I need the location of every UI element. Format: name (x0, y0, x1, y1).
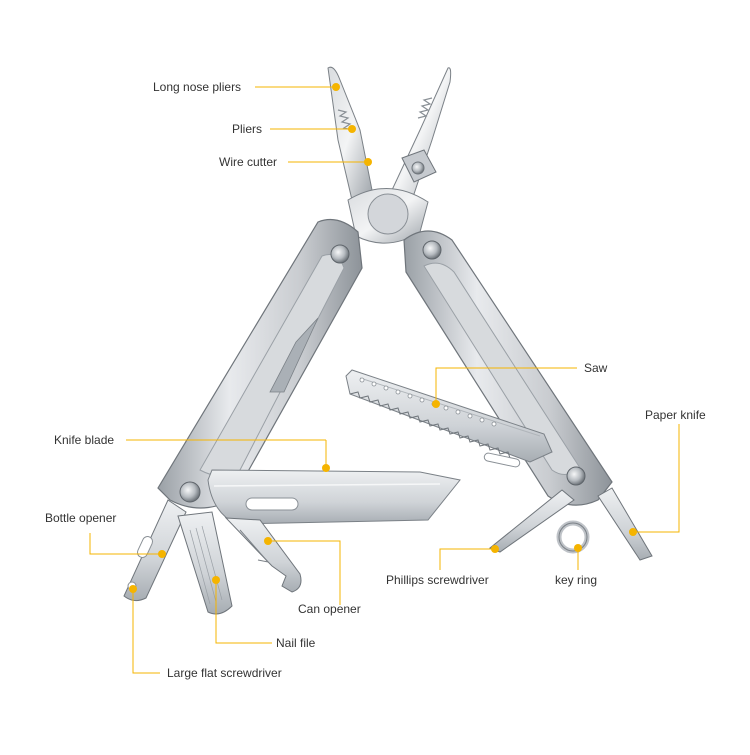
dot-nail-file (212, 576, 220, 584)
dot-knife-blade (322, 464, 330, 472)
leader-nail-file (215, 580, 272, 644)
right-jaw (391, 67, 452, 201)
nail-file-tool (177, 511, 233, 615)
leader-phillips-screwdriver (439, 548, 495, 570)
lower-left-tools (123, 499, 302, 615)
can-opener-tool (224, 517, 302, 593)
plier-teeth (337, 109, 353, 131)
label-paper-knife: Paper knife (645, 408, 706, 422)
callout-lines (89, 86, 680, 674)
leader-paper-knife (633, 424, 680, 533)
dot-wire-cutter (364, 158, 372, 166)
label-can-opener: Can opener (298, 602, 361, 616)
callout-dots (129, 83, 637, 593)
dot-paper-knife (629, 528, 637, 536)
plier-jaws (327, 66, 452, 244)
leader-saw (435, 367, 577, 404)
dot-saw (432, 400, 440, 408)
label-long-nose-pliers: Long nose pliers (153, 80, 242, 94)
leader-can-opener (268, 540, 341, 605)
left-handle (157, 219, 363, 509)
label-knife-blade: Knife blade (54, 433, 115, 447)
dot-key-ring (574, 544, 582, 552)
leader-large-flat-screwdriver (132, 589, 160, 674)
dot-can-opener (264, 537, 272, 545)
label-large-flat-screwdriver: Large flat screwdriver (167, 666, 282, 680)
label-wire-cutter: Wire cutter (219, 155, 278, 169)
saw-teeth (349, 391, 511, 459)
label-bottle-opener: Bottle opener (45, 511, 117, 525)
dot-large-flat-screwdriver (129, 585, 137, 593)
dot-pliers (348, 125, 356, 133)
knife-blade (207, 469, 461, 525)
phillips-screwdriver-tool (489, 489, 575, 553)
dot-long-nose-pliers (332, 83, 340, 91)
label-pliers: Pliers (232, 122, 263, 136)
lower-right-tools (489, 487, 653, 561)
dot-phillips-screwdriver (491, 545, 499, 553)
label-nail-file: Nail file (276, 636, 316, 650)
large-flat-screwdriver-tool (123, 499, 187, 602)
paper-knife-tool (597, 487, 653, 561)
leader-bottle-opener (89, 533, 162, 555)
saw-blade (345, 369, 553, 468)
label-key-ring: key ring (555, 573, 598, 587)
dot-bottle-opener (158, 550, 166, 558)
label-saw: Saw (584, 361, 608, 375)
label-phillips-screwdriver: Phillips screwdriver (386, 573, 489, 587)
